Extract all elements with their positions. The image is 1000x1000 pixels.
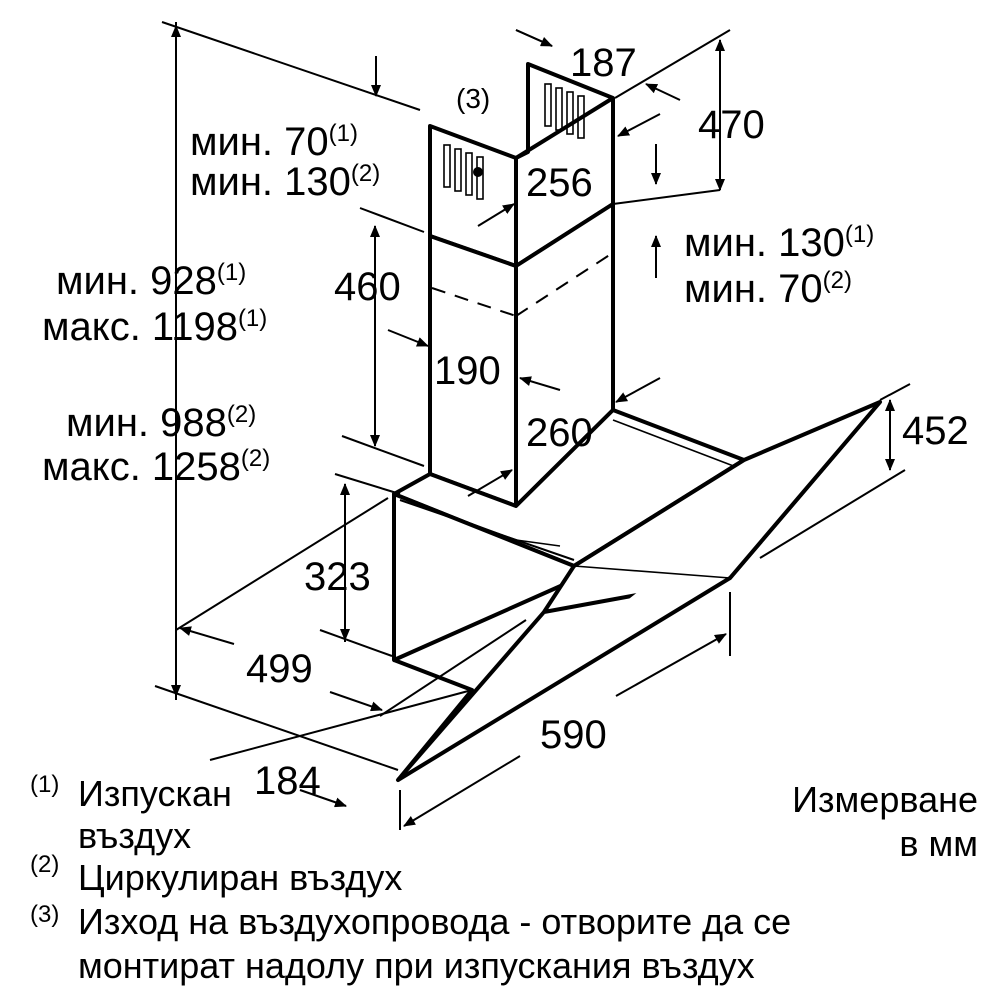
lower-chimney [428, 202, 615, 508]
dim-460: 460 [334, 265, 401, 309]
legend-text-2: Циркулиран въздух [78, 857, 402, 898]
units-note: Измерване в мм [792, 779, 978, 864]
legend-text-3b: монтират надолу при изпускания въздух [78, 945, 755, 986]
legend-mark-2: (2) [30, 851, 59, 878]
height-exhaust-min: мин. 928(1) [56, 259, 246, 303]
dim-184: 184 [254, 759, 321, 803]
outlet-marker: (3) [456, 83, 490, 114]
legend-text-3a: Изход на въздухопровода - отворите да се [78, 901, 791, 942]
height-labels: мин. 928(1) макс. 1198(1) мин. 988(2) ма… [42, 259, 270, 489]
clearance-labels: мин. 70(1) мин. 130(2) мин. 130(1) мин. … [190, 83, 874, 311]
dim-590: 590 [540, 713, 607, 757]
legend-mark-3: (3) [30, 901, 59, 928]
height-recirc-min: мин. 988(2) [66, 401, 256, 445]
glass-panel [393, 400, 882, 782]
mid-clearance-recirc: мин. 70(2) [684, 267, 852, 311]
hood-drawing [392, 62, 882, 782]
dimension-labels: 187 470 256 460 190 260 452 323 499 590 … [246, 41, 969, 803]
dim-187: 187 [570, 41, 637, 85]
dim-260: 260 [526, 411, 593, 455]
legend: (1) Изпускан въздух (2) Циркулиран възду… [30, 771, 791, 986]
legend-text-1a: Изпускан [78, 773, 232, 814]
dim-470: 470 [698, 103, 765, 147]
top-clearance-recirc: мин. 130(2) [190, 160, 380, 204]
height-exhaust-max: макс. 1198(1) [42, 305, 267, 349]
legend-text-1b: въздух [78, 815, 191, 856]
dim-499: 499 [246, 647, 313, 691]
height-recirc-max: макс. 1258(2) [42, 445, 270, 489]
top-clearance-exhaust: мин. 70(1) [190, 120, 358, 164]
units-line-1: Измерване [792, 779, 978, 820]
dim-452: 452 [902, 409, 969, 453]
vent-slots-left [443, 144, 484, 200]
dim-323: 323 [304, 555, 371, 599]
dimension-lines [154, 21, 911, 830]
mid-clearance-exhaust: мин. 130(1) [684, 221, 874, 265]
dim-256: 256 [526, 161, 593, 205]
legend-mark-1: (1) [30, 771, 59, 798]
units-line-2: в мм [899, 823, 978, 864]
dim-190: 190 [434, 349, 501, 393]
outlet-dot [473, 167, 483, 177]
vent-slots-right [544, 83, 585, 139]
